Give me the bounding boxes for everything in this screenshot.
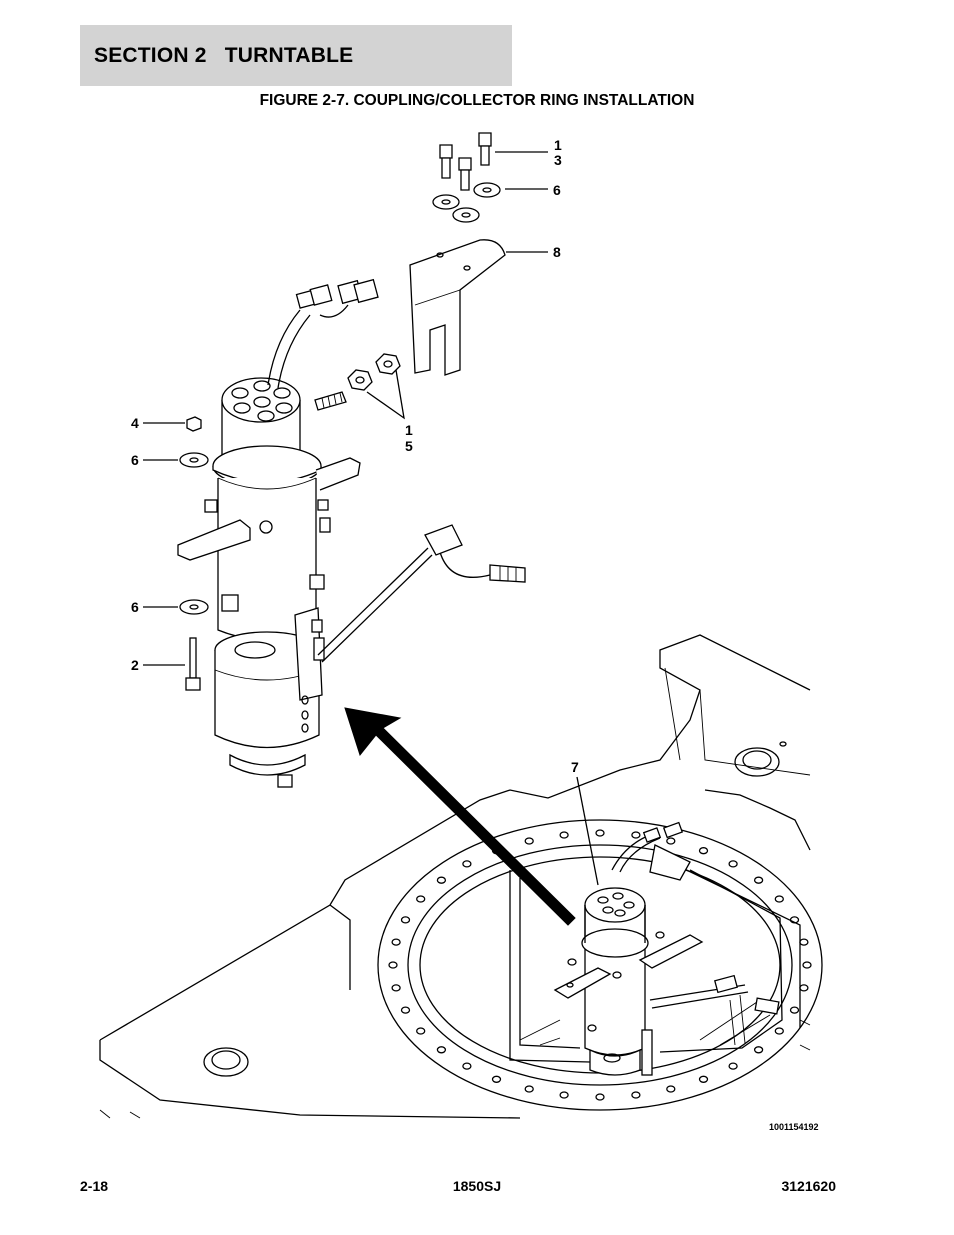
ring-bolt-hole <box>595 829 605 837</box>
footer-page-number: 2-18 <box>80 1178 109 1194</box>
ring-bolt-hole <box>416 1027 426 1035</box>
ring-bolt-hole <box>524 1085 534 1093</box>
ring-bolt-hole <box>753 1046 764 1054</box>
callouts: 1 3 6 8 1 5 4 6 6 2 7 <box>131 137 579 775</box>
callout-6-top: 6 <box>553 182 561 198</box>
bolts <box>439 132 492 191</box>
callout-1-5-line1: 1 <box>405 422 413 438</box>
ring-bolt-hole <box>698 847 709 855</box>
ring-bolt-hole <box>462 860 472 868</box>
footer-model: 1850SJ <box>452 1178 502 1194</box>
ring-bolt-hole <box>400 1006 411 1014</box>
ring-bolt-hole <box>462 1062 472 1070</box>
callout-2: 2 <box>131 657 139 673</box>
section-header: SECTION 2 TURNTABLE <box>80 25 512 86</box>
ring-bolt-hole <box>799 984 809 992</box>
ring-bolt-hole <box>524 837 534 845</box>
nuts <box>186 353 401 432</box>
ring-bolt-hole <box>436 1046 447 1054</box>
bracket <box>409 239 506 376</box>
ring-bolt-hole <box>728 860 738 868</box>
ring-bolt-hole <box>391 938 401 946</box>
ring-bolt-hole <box>400 916 411 924</box>
coupling-collector-ring <box>177 377 361 788</box>
callout-6-low: 6 <box>131 599 139 615</box>
callout-1-3-line2: 3 <box>554 152 562 168</box>
ring-bolt-hole <box>631 1091 641 1099</box>
ring-bolt-hole <box>416 895 426 903</box>
ring-bolt-hole <box>789 1006 800 1014</box>
upper-harness <box>267 278 379 389</box>
ring-bolt-hole <box>391 984 401 992</box>
ring-bolt-hole <box>436 876 447 884</box>
callout-1-5-line2: 5 <box>405 438 413 454</box>
turntable-inner-frame <box>509 861 801 1063</box>
callout-6-mid: 6 <box>131 452 139 468</box>
ring-bolt-hole <box>774 895 784 903</box>
ring-bolt-hole <box>559 831 569 839</box>
callout-7: 7 <box>571 759 579 775</box>
installed-collector-assembly <box>553 821 780 1076</box>
ring-bolt-hole <box>559 1091 569 1099</box>
ring-bolt-hole <box>774 1027 784 1035</box>
ring-bolt-hole <box>595 1093 605 1101</box>
ring-bolt-hole <box>728 1062 738 1070</box>
footer-manual-number: 3121620 <box>781 1178 836 1194</box>
ring-bolt-hole <box>388 961 398 969</box>
lower-harness <box>317 524 526 663</box>
ring-bolt-hole <box>631 831 641 839</box>
section-title: SECTION 2 TURNTABLE <box>94 43 354 67</box>
turntable-frame <box>99 634 811 1119</box>
callout-1-3-line1: 1 <box>554 137 562 153</box>
leader-lines <box>143 151 599 886</box>
ring-bolt-hole <box>698 1075 709 1083</box>
ring-bolt-hole <box>802 961 812 969</box>
callout-8: 8 <box>553 244 561 260</box>
figure-title: FIGURE 2-7. COUPLING/COLLECTOR RING INST… <box>259 92 695 109</box>
ring-bolt-hole <box>799 938 809 946</box>
figure-number: 1001154192 <box>769 1122 819 1132</box>
washer-mid <box>179 452 209 468</box>
installation-arrow <box>344 707 576 926</box>
callout-4: 4 <box>131 415 139 431</box>
washer-low <box>179 599 209 615</box>
ring-bolt-hole <box>753 876 764 884</box>
long-bolt <box>185 637 201 691</box>
ring-bolt-hole <box>491 1075 502 1083</box>
ring-bolt-hole <box>666 1085 676 1093</box>
washers <box>432 182 501 223</box>
ring-bolt-hole <box>666 837 676 845</box>
